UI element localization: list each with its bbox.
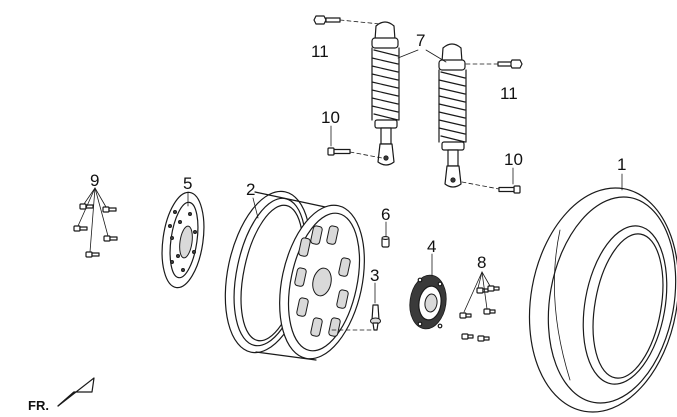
part-bolt-upper-right bbox=[497, 59, 523, 69]
front-direction-marker: FR. bbox=[28, 377, 95, 413]
callout-11-left: 11 bbox=[311, 42, 329, 61]
callout-9: 9 bbox=[90, 171, 99, 190]
callout-10-upper: 10 bbox=[321, 108, 340, 127]
callout-8: 8 bbox=[477, 253, 486, 272]
part-disc-screws bbox=[73, 203, 118, 258]
callout-5: 5 bbox=[183, 174, 192, 193]
callout-6: 6 bbox=[381, 205, 390, 224]
part-hub-flange bbox=[409, 274, 447, 330]
part-valve bbox=[370, 304, 381, 331]
callout-3: 3 bbox=[370, 266, 379, 285]
part-shock-right bbox=[438, 43, 467, 188]
part-bolt-lower-right bbox=[498, 185, 521, 194]
callout-2: 2 bbox=[246, 180, 255, 199]
part-rim bbox=[224, 190, 365, 361]
part-shock-left bbox=[371, 21, 400, 166]
part-brake-disc bbox=[161, 191, 205, 289]
part-bolt-upper-left bbox=[313, 15, 341, 25]
callout-7: 7 bbox=[416, 31, 425, 50]
part-bolt-lower-left bbox=[327, 147, 351, 156]
part-tire bbox=[528, 187, 677, 413]
part-valve-cap bbox=[381, 236, 390, 248]
callout-10-lower: 10 bbox=[504, 150, 523, 169]
callout-1: 1 bbox=[617, 155, 626, 174]
leader-lines bbox=[77, 19, 623, 331]
callout-11-right: 11 bbox=[500, 84, 518, 103]
front-label: FR. bbox=[28, 398, 49, 413]
callout-4: 4 bbox=[427, 237, 436, 256]
part-flange-nuts bbox=[459, 285, 500, 342]
